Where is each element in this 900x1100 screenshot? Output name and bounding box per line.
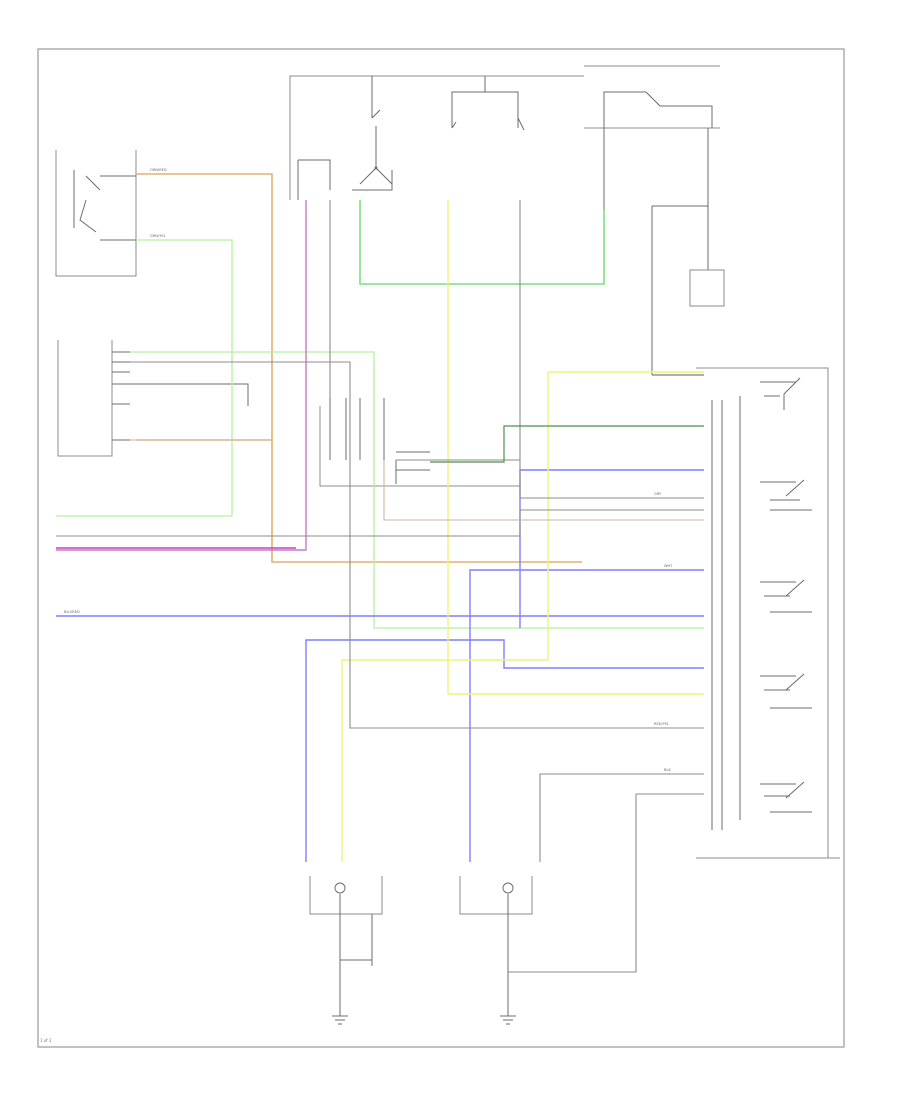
bottom-right-motor — [459, 876, 533, 1025]
wire-blue-4 — [305, 639, 704, 862]
wire-label-blue: BLU/RED — [64, 610, 80, 614]
left-motor-symbol — [334, 882, 346, 894]
wire-green-top — [359, 200, 605, 285]
wire-dark-green — [430, 425, 704, 463]
top-right-switch — [584, 65, 725, 375]
wire-label-red: RED/YEL — [654, 722, 669, 726]
wire-gray-4 — [508, 773, 704, 973]
top-left-module — [55, 150, 137, 277]
wire-label-black: BLK — [664, 768, 671, 772]
wire-light-green-2 — [130, 351, 704, 629]
fuse-relay-block — [289, 75, 584, 200]
top-right-component — [689, 269, 725, 307]
diagram-frame — [37, 48, 845, 1048]
right-switch-stack — [696, 367, 840, 859]
wire-pink — [56, 200, 307, 551]
wire-blue-3 — [469, 569, 704, 862]
wire-yellow-2 — [341, 371, 704, 862]
wire-gray-1 — [130, 361, 704, 729]
wire-label-white: WHT — [664, 564, 673, 568]
bottom-left-motor — [309, 876, 383, 1025]
wire-gray-2 — [56, 509, 704, 537]
right-motor-symbol — [502, 882, 514, 894]
relay-node — [374, 166, 378, 170]
wire-yellow-1 — [447, 200, 704, 695]
center-junction — [319, 398, 520, 487]
wire-orange — [136, 173, 582, 563]
left-control-module — [57, 340, 249, 457]
wire-tan — [130, 439, 704, 521]
wire-label-orange: ORN/RED — [150, 168, 167, 172]
wire-label-gray: GRY — [654, 492, 662, 496]
wire-label-green: GRN/YEL — [150, 234, 166, 238]
wire-gray-3 — [519, 200, 704, 499]
wire-light-green-1 — [56, 239, 233, 517]
page-number: 1 of 2 — [40, 1038, 52, 1043]
wire-gray-5 — [329, 200, 520, 461]
